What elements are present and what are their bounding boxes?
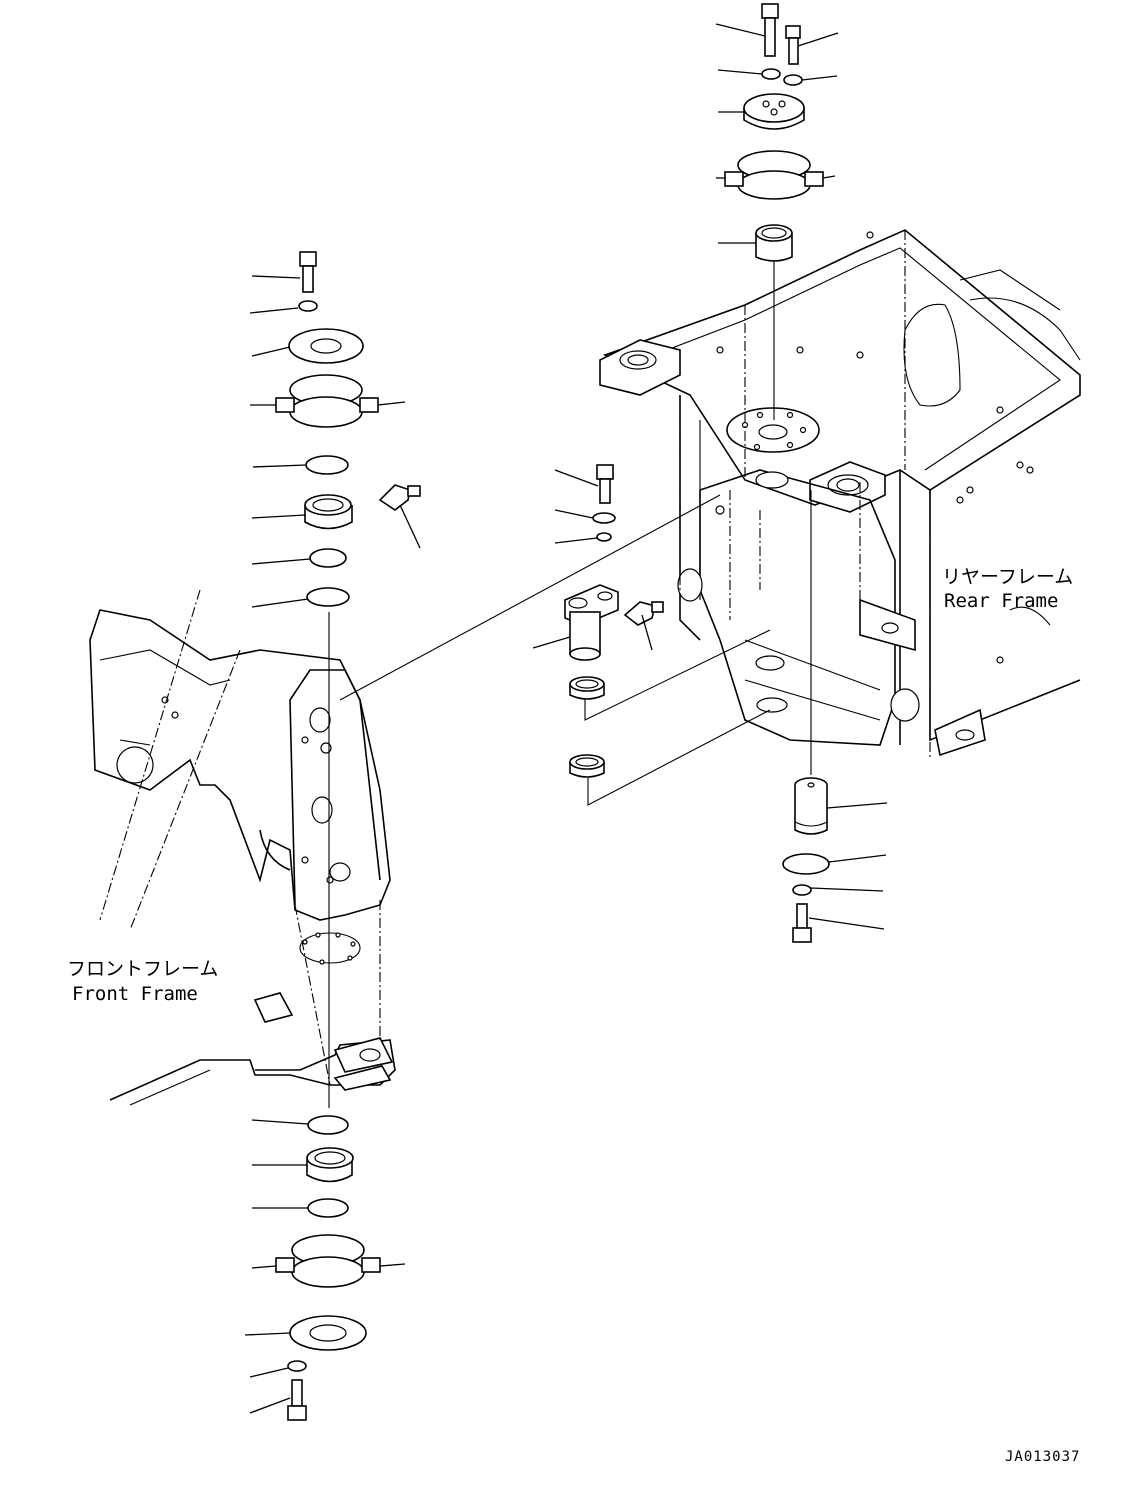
rear-frame-label-jp: リヤーフレーム xyxy=(942,566,1074,588)
bolt-center xyxy=(596,464,614,504)
bushing-upper-rear xyxy=(755,224,793,262)
bolt-lower-rear xyxy=(792,903,812,943)
bearing-upper-front xyxy=(304,494,353,530)
rear-frame-label-en: Rear Frame xyxy=(944,590,1059,612)
front-upper-parts xyxy=(275,251,421,607)
front-lower-parts xyxy=(275,1115,381,1421)
drawing-code: JA013037 xyxy=(1005,1449,1081,1465)
retainer-plate-lower-front xyxy=(289,1315,367,1351)
retainer-plate-upper-front xyxy=(288,328,364,364)
bearing-lower-front xyxy=(306,1147,354,1183)
seal-ring-upper-front xyxy=(305,455,349,475)
washer-b-upper-rear xyxy=(783,74,803,86)
o-ring-upper-front xyxy=(306,587,350,607)
washer-lower-rear xyxy=(792,884,812,896)
bushing-lower-center xyxy=(569,754,605,778)
pin-lower-rear xyxy=(794,777,828,835)
rear-lower-parts xyxy=(782,777,830,943)
washer-a-upper-rear xyxy=(761,68,781,80)
bushing-upper-center xyxy=(569,676,605,700)
bolt-b-upper-rear xyxy=(785,25,801,65)
grease-fitting-front xyxy=(378,484,421,511)
cap-plate-upper-rear xyxy=(743,93,805,130)
washer-b-center xyxy=(596,532,612,542)
front-frame xyxy=(89,609,396,1106)
rear-frame xyxy=(599,229,1081,757)
washer-a-center xyxy=(592,512,616,524)
spacer-upper-front xyxy=(309,548,347,568)
washer-upper-front xyxy=(298,300,318,312)
leader-lines xyxy=(244,23,888,1414)
grease-fitting-center xyxy=(623,601,664,626)
shim-set-lower-front xyxy=(275,1234,381,1288)
shim-set-upper-front xyxy=(275,374,379,428)
o-ring-lower-front xyxy=(307,1115,349,1135)
shim-set-upper-rear xyxy=(724,150,824,200)
front-frame-label-jp: フロントフレーム xyxy=(67,958,219,980)
washer-lower-front xyxy=(287,1360,307,1372)
bolt-lower-front xyxy=(287,1379,307,1421)
bolt-a-upper-rear xyxy=(761,3,779,57)
plate-lower-rear xyxy=(782,853,830,875)
assembly-lines xyxy=(99,230,931,1108)
rear-upper-parts xyxy=(724,3,824,262)
pin-with-plate-center xyxy=(564,584,619,661)
seal-ring-lower-front xyxy=(307,1198,349,1218)
center-pin-parts xyxy=(564,464,664,778)
bolt-upper-front xyxy=(299,251,317,293)
front-frame-label-en: Front Frame xyxy=(72,983,198,1005)
